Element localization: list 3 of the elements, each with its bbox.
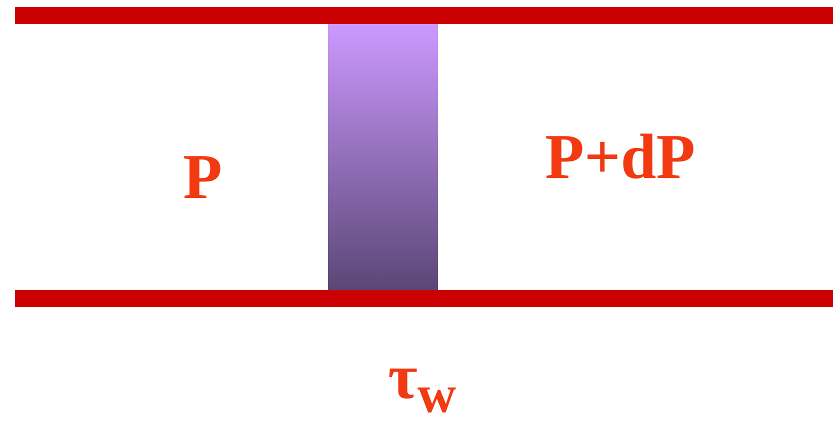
pressure-label: P+dP xyxy=(545,125,696,189)
shear-stress-label: τ$_{w}$ xyxy=(388,345,456,422)
pressure-label: P xyxy=(183,145,222,209)
